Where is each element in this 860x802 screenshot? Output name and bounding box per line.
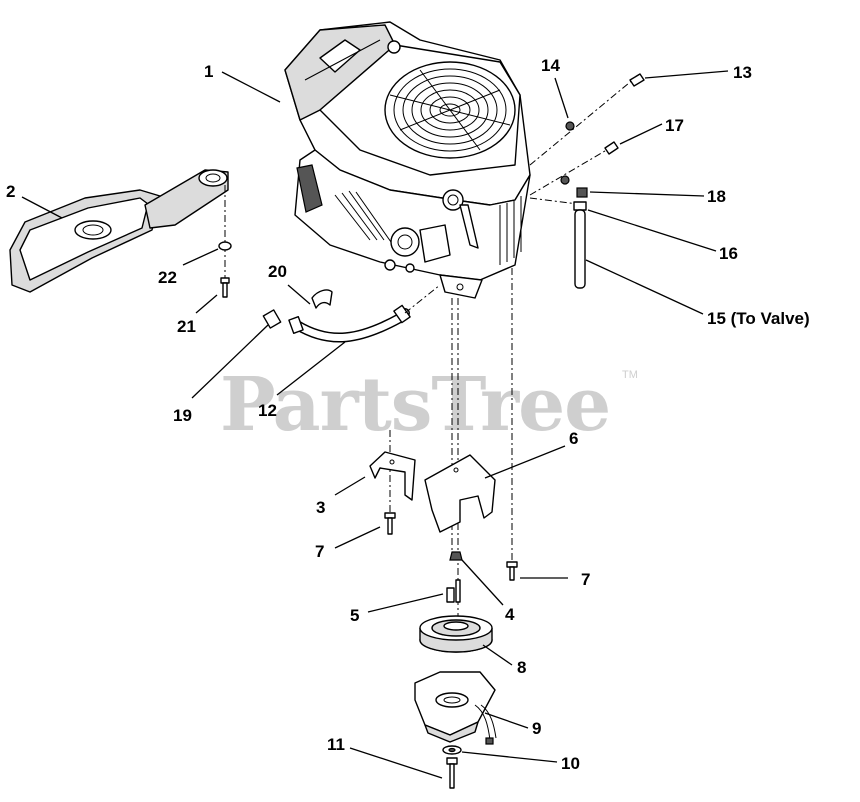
lock-washer-22 [218,241,232,251]
hose-clamp-16 [573,201,587,211]
callout-6: 6 [569,429,578,448]
clutch-9 [414,671,497,745]
nut-unlabeled [560,175,570,185]
adapter-18 [576,187,588,198]
callout-10: 10 [561,754,580,773]
bracket-3 [369,451,416,501]
callout-1: 1 [204,62,213,81]
callout-13: 13 [733,63,752,82]
fan-grille [384,61,516,159]
engine [284,21,531,299]
callout-14: 14 [541,56,560,75]
callout-22: 22 [158,268,177,287]
fitting-17 [604,141,619,155]
muffler [9,169,229,293]
pulley-8 [419,615,493,653]
hose-15 [574,209,586,289]
leader-lines [21,70,729,779]
callout-20: 20 [268,262,287,281]
callout-21: 21 [177,317,196,336]
plate-6 [424,454,496,533]
bolt-7-left [384,512,396,535]
callout-17: 17 [665,116,684,135]
callout-15: 15 (To Valve) [707,309,810,328]
watermark-text: PartsTree [220,362,610,448]
callout-7a: 7 [315,542,324,561]
callout-16: 16 [719,244,738,263]
callout-labels: 1 2 3 4 5 6 7 7 8 9 10 11 12 13 14 15 (T… [6,56,810,773]
callout-12: 12 [258,401,277,420]
callout-11: 11 [327,735,345,754]
bolt-7-right [506,561,518,581]
watermark-trademark: TM [622,369,638,381]
callout-3: 3 [316,498,325,517]
hose-clamp-20 [311,289,333,309]
callout-2: 2 [6,182,15,201]
callout-9: 9 [532,719,541,738]
fitting-13 [629,73,645,87]
bolt-21 [220,277,230,298]
key-5 [446,579,461,603]
washer-10 [442,745,462,755]
bolt-11 [446,757,458,789]
callout-19: 19 [173,406,192,425]
nut-14 [565,121,575,131]
fuel-filter-19 [262,309,282,329]
callout-18: 18 [707,187,726,206]
callout-7b: 7 [581,570,590,589]
cooling-fins [334,190,522,265]
washer-4 [449,551,463,561]
callout-8: 8 [517,658,526,677]
callout-4: 4 [505,605,515,624]
callout-5: 5 [350,606,359,625]
